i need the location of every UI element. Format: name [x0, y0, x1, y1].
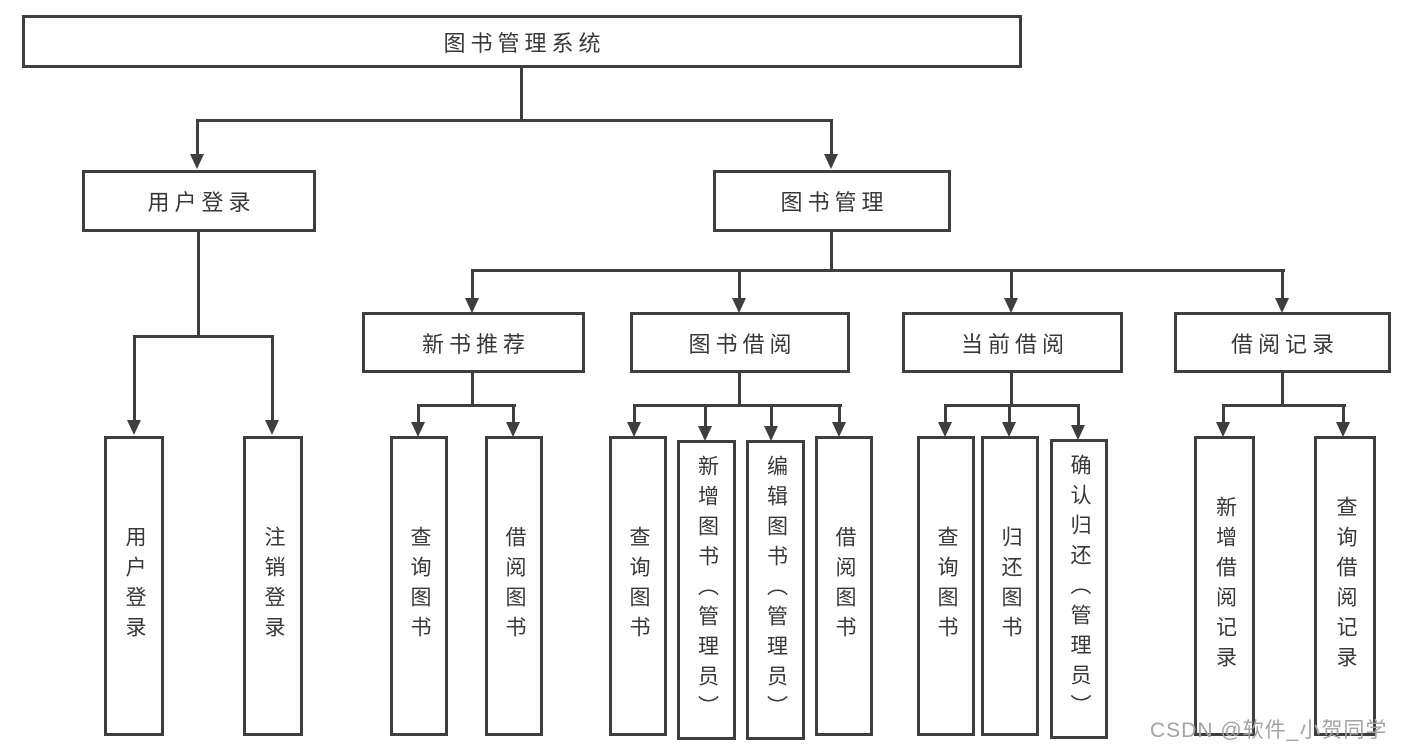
leaf-add-book-admin: 新增图书（管理员）: [677, 440, 736, 740]
arrow-down-icon: [1004, 269, 1019, 313]
arrow-down-icon: [1336, 404, 1351, 437]
arrow-down-icon: [764, 404, 779, 441]
leaf-confirm-return-admin: 确认归还（管理员）: [1050, 439, 1108, 739]
arrow-down-icon: [190, 119, 205, 169]
connector-line: [197, 231, 200, 337]
node-borrowing-records: 借阅记录: [1174, 312, 1391, 373]
node-current-borrowing: 当前借阅: [902, 312, 1123, 373]
leaf-query-borrow-record: 查询借阅记录: [1314, 436, 1376, 736]
connector-line: [197, 119, 833, 122]
arrow-down-icon: [627, 404, 642, 437]
arrow-down-icon: [732, 269, 747, 313]
connector-line: [738, 371, 741, 406]
arrow-down-icon: [1275, 269, 1290, 313]
connector-line: [471, 371, 474, 406]
connector-line: [418, 404, 516, 407]
arrow-down-icon: [506, 404, 521, 437]
connector-line: [830, 231, 833, 271]
connector-line: [945, 404, 1080, 407]
connector-line: [1281, 371, 1284, 406]
arrow-down-icon: [698, 404, 713, 441]
arrow-down-icon: [127, 335, 142, 435]
watermark: CSDN @软件_小贺同学: [1150, 719, 1388, 742]
node-book-borrowing: 图书借阅: [630, 312, 850, 373]
connector-line: [520, 67, 523, 121]
leaf-logout-login: 注销登录: [243, 436, 303, 736]
connector-line: [1223, 404, 1346, 407]
arrow-down-icon: [1071, 404, 1086, 440]
arrow-down-icon: [824, 119, 839, 169]
leaf-query-books-borrowing: 查询图书: [609, 436, 667, 736]
leaf-query-books-recommend: 查询图书: [390, 436, 448, 736]
connector-line: [471, 269, 1285, 272]
arrow-down-icon: [832, 404, 847, 437]
arrow-down-icon: [465, 269, 480, 313]
arrow-down-icon: [265, 335, 280, 435]
connector-line: [1010, 371, 1013, 406]
arrow-down-icon: [411, 404, 426, 437]
node-user-login: 用户登录: [82, 170, 316, 232]
connector-line: [133, 335, 274, 338]
arrow-down-icon: [1002, 404, 1017, 437]
leaf-borrow-books-borrowing: 借阅图书: [815, 436, 873, 736]
node-library-system: 图书管理系统: [22, 15, 1022, 68]
node-new-book-recommendation: 新书推荐: [362, 312, 585, 373]
leaf-borrow-books-recommend: 借阅图书: [485, 436, 543, 736]
leaf-query-books-current: 查询图书: [917, 436, 975, 736]
leaf-edit-book-admin: 编辑图书（管理员）: [746, 440, 805, 740]
arrow-down-icon: [1216, 404, 1231, 437]
leaf-user-login: 用户登录: [104, 436, 164, 736]
leaf-return-books: 归还图书: [981, 436, 1039, 736]
connector-line: [634, 404, 842, 407]
node-book-management: 图书管理: [713, 170, 951, 232]
leaf-add-borrow-record: 新增借阅记录: [1194, 436, 1255, 736]
arrow-down-icon: [938, 404, 953, 437]
